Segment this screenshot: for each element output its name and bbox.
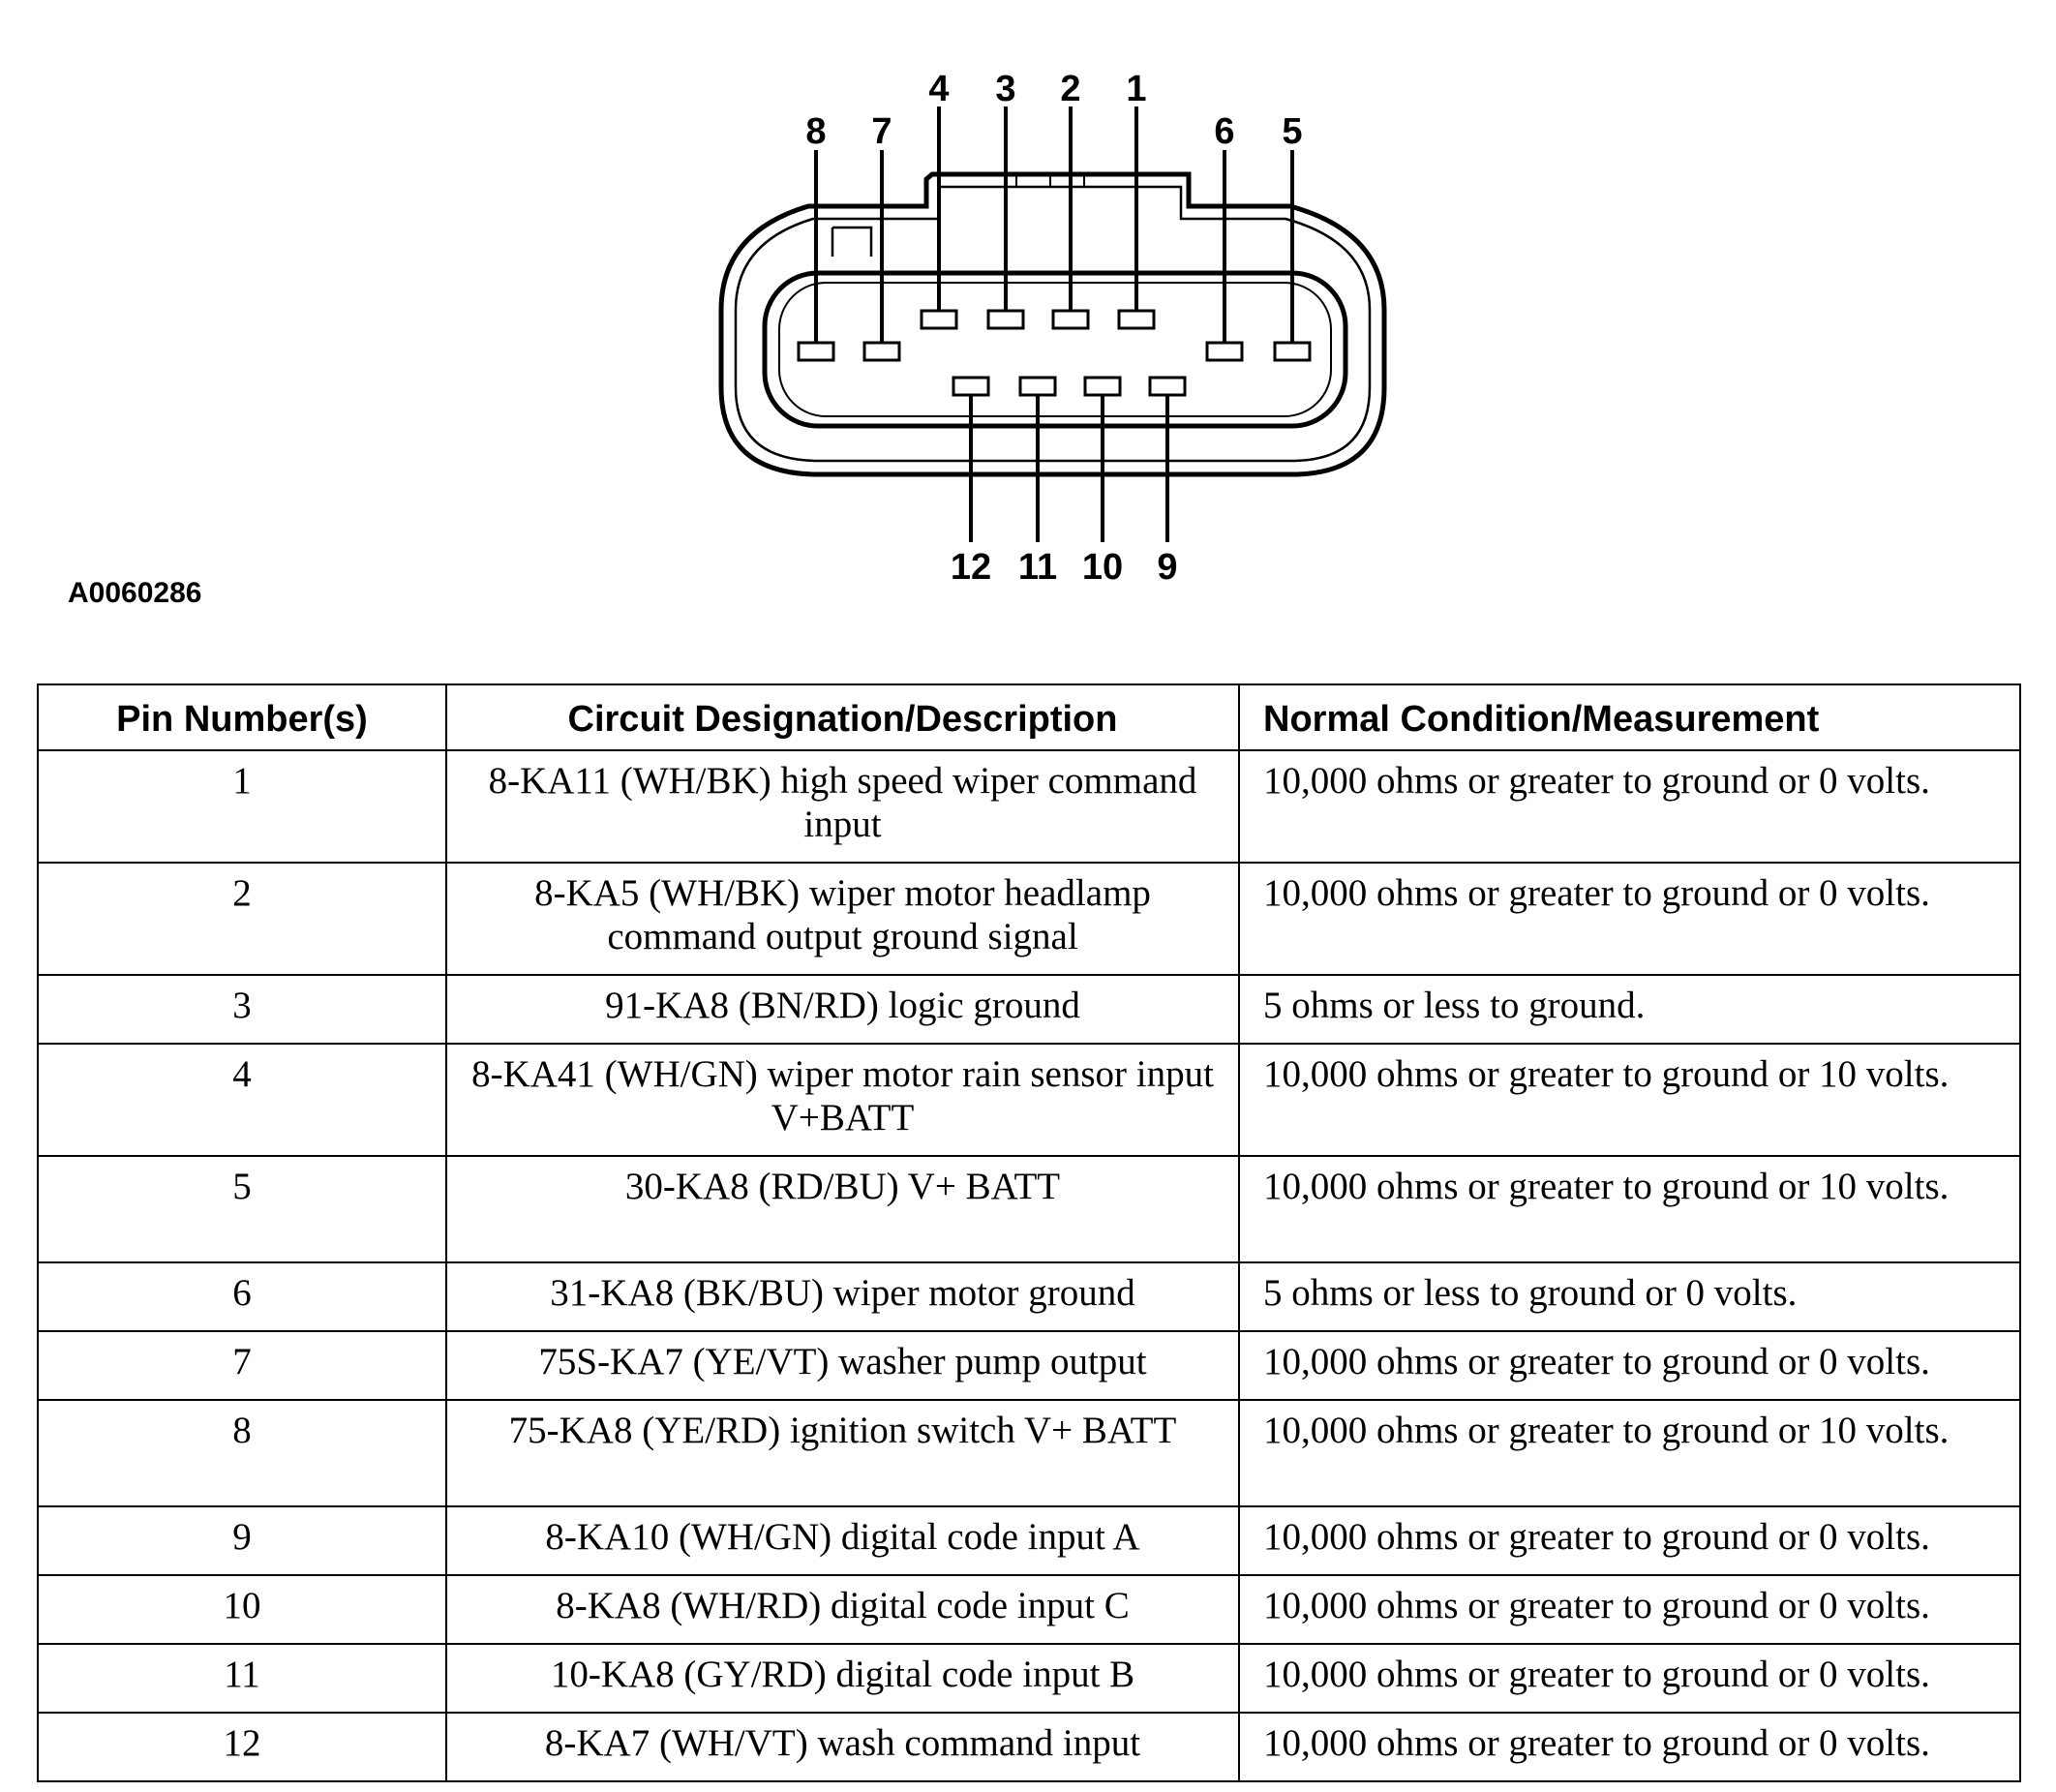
normal-condition-cell: 10,000 ohms or greater to ground or 0 vo… [1238, 862, 2021, 976]
pin-number-cell: 1 [37, 749, 447, 864]
header-normal-condition: Normal Condition/Measurement [1238, 683, 2021, 751]
pin-number-cell: 11 [37, 1643, 447, 1714]
circuit-description-cell: 75S-KA7 (YE/VT) washer pump output [445, 1330, 1240, 1401]
pin-label-7: 7 [871, 111, 892, 152]
connector-key-center [1015, 174, 1085, 187]
circuit-description-cell: 8-KA41 (WH/GN) wiper motor rain sensor i… [445, 1043, 1240, 1157]
circuit-description-cell: 8-KA7 (WH/VT) wash command input [445, 1712, 1240, 1782]
table-row: 6 31-KA8 (BK/BU) wiper motor ground 5 oh… [37, 1261, 2021, 1332]
connector-inner-ring [734, 185, 1372, 463]
pin-label-11: 11 [1018, 547, 1057, 588]
normal-condition-cell: 10,000 ohms or greater to ground or 10 v… [1238, 1399, 2021, 1507]
table-row: 9 8-KA10 (WH/GN) digital code input A 10… [37, 1505, 2021, 1576]
pin-label-9: 9 [1157, 547, 1177, 588]
connector-housing [718, 171, 1387, 477]
pin-label-1: 1 [1126, 69, 1146, 109]
normal-condition-cell: 10,000 ohms or greater to ground or 0 vo… [1238, 749, 2021, 864]
connector-diagram: 8 7 4 3 2 1 [0, 0, 2056, 658]
table-row: 1 8-KA11 (WH/BK) high speed wiper comman… [37, 749, 2021, 864]
pin-number-cell: 12 [37, 1712, 447, 1782]
header-circuit-description: Circuit Designation/Description [445, 683, 1240, 751]
pin-label-12: 12 [951, 547, 991, 588]
pin-label-3: 3 [995, 69, 1015, 109]
normal-condition-cell: 10,000 ohms or greater to ground or 10 v… [1238, 1043, 2021, 1157]
pin-number-cell: 3 [37, 974, 447, 1045]
pin-label-4: 4 [928, 69, 949, 109]
pin-number-cell: 10 [37, 1574, 447, 1645]
normal-condition-cell: 5 ohms or less to ground. [1238, 974, 2021, 1045]
connector-cavity [762, 270, 1348, 429]
circuit-description-cell: 8-KA8 (WH/RD) digital code input C [445, 1574, 1240, 1645]
header-pin-number: Pin Number(s) [37, 683, 447, 751]
pin-7: 7 [862, 111, 901, 362]
pin-label-10: 10 [1082, 547, 1123, 588]
pin-number-cell: 5 [37, 1155, 447, 1263]
pin-12: 12 [951, 376, 991, 588]
pin-3: 3 [986, 69, 1025, 330]
pin-4: 4 [920, 69, 958, 330]
table-row: 7 75S-KA7 (YE/VT) washer pump output 10,… [37, 1330, 2021, 1401]
circuit-description-cell: 75-KA8 (YE/RD) ignition switch V+ BATT [445, 1399, 1240, 1507]
pin-number-cell: 8 [37, 1399, 447, 1507]
pin-5: 5 [1273, 111, 1312, 362]
table-row: 5 30-KA8 (RD/BU) V+ BATT 10,000 ohms or … [37, 1155, 2021, 1263]
circuit-description-cell: 8-KA10 (WH/GN) digital code input A [445, 1505, 1240, 1576]
circuit-description-cell: 10-KA8 (GY/RD) digital code input B [445, 1643, 1240, 1714]
circuit-description-cell: 8-KA5 (WH/BK) wiper motor headlamp comma… [445, 862, 1240, 976]
table-row: 11 10-KA8 (GY/RD) digital code input B 1… [37, 1643, 2021, 1714]
pin-label-2: 2 [1060, 69, 1080, 109]
normal-condition-cell: 10,000 ohms or greater to ground or 0 vo… [1238, 1330, 2021, 1401]
normal-condition-cell: 10,000 ohms or greater to ground or 0 vo… [1238, 1505, 2021, 1576]
pin-label-6: 6 [1214, 111, 1234, 152]
pin-8: 8 [797, 111, 835, 362]
table-row: 8 75-KA8 (YE/RD) ignition switch V+ BATT… [37, 1399, 2021, 1507]
figure-id: A0060286 [68, 577, 202, 609]
circuit-description-cell: 30-KA8 (RD/BU) V+ BATT [445, 1155, 1240, 1263]
normal-condition-cell: 10,000 ohms or greater to ground or 0 vo… [1238, 1643, 2021, 1714]
pin-number-cell: 9 [37, 1505, 447, 1576]
connector-drawing: 8 7 4 3 2 1 [718, 69, 1387, 588]
pin-10: 10 [1082, 376, 1123, 588]
pin-9: 9 [1148, 376, 1187, 588]
circuit-description-cell: 31-KA8 (BK/BU) wiper motor ground [445, 1261, 1240, 1332]
pin-number-cell: 7 [37, 1330, 447, 1401]
circuit-description-cell: 8-KA11 (WH/BK) high speed wiper command … [445, 749, 1240, 864]
table-row: 3 91-KA8 (BN/RD) logic ground 5 ohms or … [37, 974, 2021, 1045]
pin-2: 2 [1051, 69, 1090, 330]
table-header-row: Pin Number(s) Circuit Designation/Descri… [37, 683, 2021, 751]
pin-1: 1 [1117, 69, 1156, 330]
pin-6: 6 [1205, 111, 1244, 362]
normal-condition-cell: 10,000 ohms or greater to ground or 0 vo… [1238, 1712, 2021, 1782]
pin-11: 11 [1018, 376, 1057, 588]
pin-number-cell: 6 [37, 1261, 447, 1332]
pin-label-8: 8 [805, 111, 826, 152]
pin-number-cell: 4 [37, 1043, 447, 1157]
circuit-description-cell: 91-KA8 (BN/RD) logic ground [445, 974, 1240, 1045]
normal-condition-cell: 10,000 ohms or greater to ground or 0 vo… [1238, 1574, 2021, 1645]
normal-condition-cell: 5 ohms or less to ground or 0 volts. [1238, 1261, 2021, 1332]
pin-number-cell: 2 [37, 862, 447, 976]
table-row: 4 8-KA41 (WH/GN) wiper motor rain sensor… [37, 1043, 2021, 1157]
pinout-table: Pin Number(s) Circuit Designation/Descri… [37, 683, 2021, 1782]
table-row: 2 8-KA5 (WH/BK) wiper motor headlamp com… [37, 862, 2021, 976]
pin-label-5: 5 [1282, 111, 1302, 152]
table-row: 10 8-KA8 (WH/RD) digital code input C 10… [37, 1574, 2021, 1645]
connector-key-left [831, 226, 873, 257]
normal-condition-cell: 10,000 ohms or greater to ground or 10 v… [1238, 1155, 2021, 1263]
table-row: 12 8-KA7 (WH/VT) wash command input 10,0… [37, 1712, 2021, 1782]
